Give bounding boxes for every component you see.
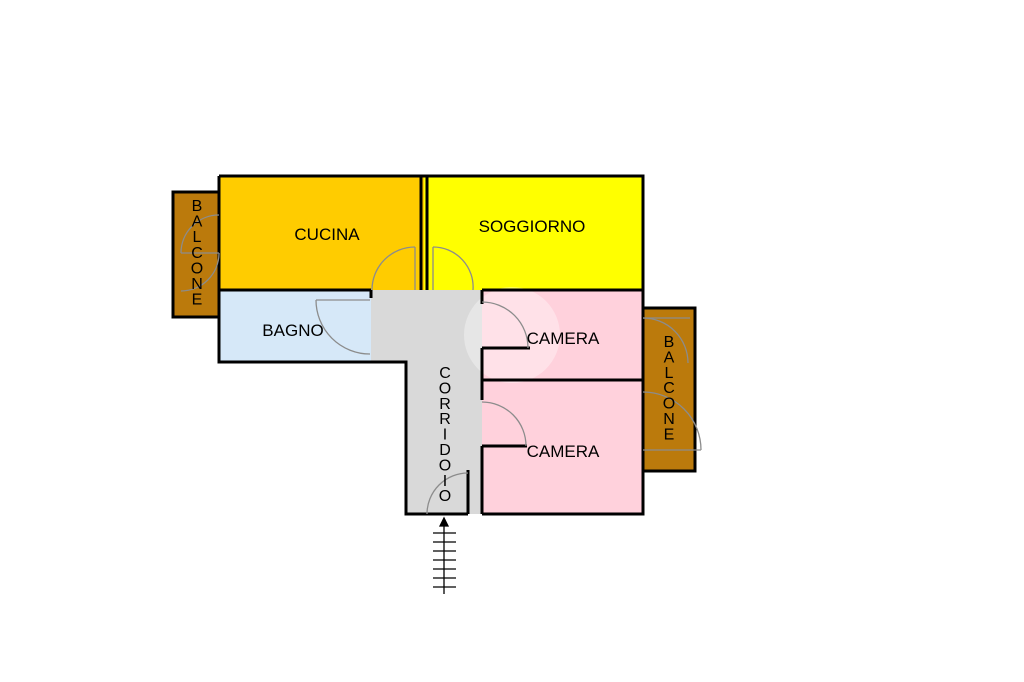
balcone-right-area xyxy=(643,308,695,471)
label-bagno: BAGNO xyxy=(262,321,323,340)
door-swing-icon xyxy=(426,472,469,515)
door-swing-icon xyxy=(642,391,702,451)
balcone-left-wall xyxy=(171,190,219,319)
door-swing-icon xyxy=(371,246,416,291)
camera-top-area xyxy=(482,290,643,380)
label-cucina: CUCINA xyxy=(294,225,360,244)
highlight-circle-icon xyxy=(464,287,560,383)
walls xyxy=(171,174,697,516)
room-fills xyxy=(173,176,695,514)
door-swing-icon xyxy=(481,301,529,349)
entrance-arrow-icon xyxy=(433,516,456,594)
label-soggiorno: SOGGIORNO xyxy=(479,217,586,236)
cucina-area xyxy=(219,176,424,290)
door-swing-icon xyxy=(315,299,371,355)
door-swing-icon xyxy=(642,317,689,364)
door-swing-icon xyxy=(180,214,220,254)
label-camera-bottom: CAMERA xyxy=(527,442,600,461)
door-swing-icon xyxy=(481,401,527,447)
balcone-right-wall xyxy=(643,306,697,473)
bagno-area xyxy=(219,290,371,362)
balcone-left-area xyxy=(173,192,219,317)
door-swing-icon xyxy=(432,246,474,291)
room-labels: CUCINA SOGGIORNO BAGNO CAMERA CAMERA xyxy=(262,217,600,461)
door-swing-icon xyxy=(180,252,220,292)
soggiorno-area xyxy=(424,176,643,290)
outer-wall xyxy=(217,174,645,516)
label-camera-top: CAMERA xyxy=(527,329,600,348)
corridoio-area xyxy=(371,290,482,514)
doors xyxy=(180,214,702,515)
